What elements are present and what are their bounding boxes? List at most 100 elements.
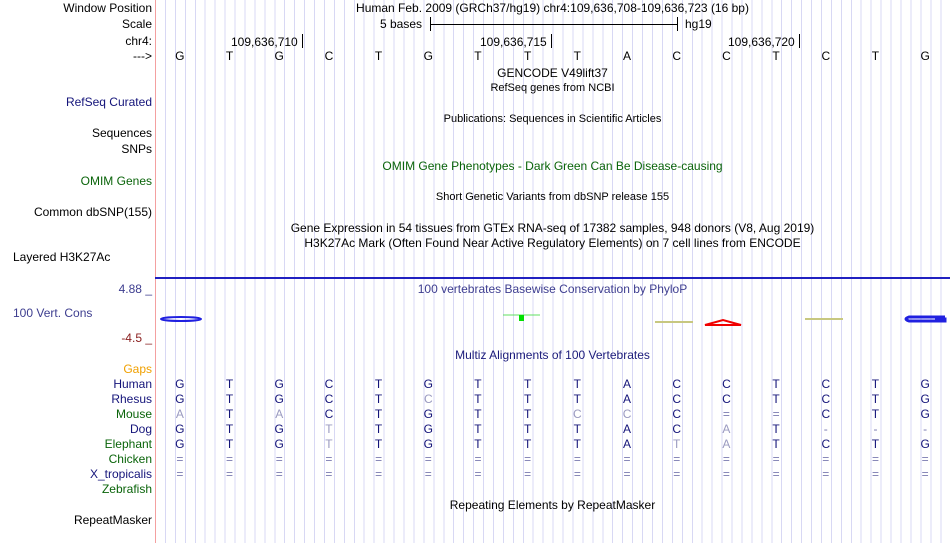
alignment-base: T [474, 377, 482, 391]
track-label-repeatmasker[interactable]: RepeatMasker [73, 513, 152, 527]
track-title-repeatmasker[interactable]: Repeating Elements by RepeatMasker [449, 498, 656, 512]
alignment-base: = [573, 452, 581, 466]
alignment-base: = [921, 467, 929, 481]
reference-base: G [920, 49, 930, 63]
track-title-omim[interactable]: OMIM Gene Phenotypes - Dark Green Can Be… [382, 159, 723, 173]
track-title-multiz[interactable]: Multiz Alignments of 100 Vertebrates [455, 348, 650, 362]
alignment-base: C [324, 407, 334, 421]
track-label-omim[interactable]: OMIM Genes [80, 174, 152, 188]
alignment-base: G [274, 437, 284, 451]
alignment-base: T [225, 377, 234, 391]
alignment-base: = [673, 467, 681, 481]
browser-image-grid[interactable] [155, 0, 950, 543]
alignment-base: = [871, 452, 879, 466]
conservation-logo-g [160, 316, 202, 322]
track-title-gencode[interactable]: GENCODE V49lift37 [497, 66, 608, 80]
alignment-base: A [275, 407, 284, 421]
reference-base: C [722, 49, 731, 63]
alignment-base: A [623, 377, 632, 391]
alignment-base: A [623, 422, 632, 436]
alignment-base: T [523, 422, 532, 436]
species-label[interactable]: Dog [129, 422, 152, 436]
position-label: 109,636,720 [728, 35, 795, 49]
alignment-base: G [423, 422, 433, 436]
track-label-h3k27ac[interactable]: Layered H3K27Ac [13, 250, 111, 264]
alignment-base: T [871, 392, 880, 406]
species-label[interactable]: Elephant [104, 437, 152, 451]
alignment-base: T [871, 407, 880, 421]
alignment-base: T [374, 377, 383, 391]
track-label-dbsnp[interactable]: Common dbSNP(155) [33, 205, 152, 219]
alignment-base: = [871, 467, 879, 481]
track-title-refseq[interactable]: RefSeq genes from NCBI [490, 82, 615, 94]
conservation-logo-g [904, 315, 947, 323]
alignment-base: C [672, 407, 682, 421]
alignment-base: T [474, 437, 482, 451]
alignment-base: T [523, 392, 532, 406]
alignment-base: T [573, 392, 582, 406]
track-title-h3k27[interactable]: H3K27Ac Mark (Often Found Near Active Re… [304, 236, 801, 250]
alignment-base: = [474, 452, 482, 466]
alignment-base: - [873, 422, 878, 436]
alignment-base: G [175, 437, 185, 451]
species-label[interactable]: Zebrafish [101, 482, 152, 496]
alignment-base: A [623, 437, 632, 451]
alignment-base: G [423, 377, 433, 391]
alignment-base: T [225, 437, 234, 451]
alignment-base: = [722, 452, 730, 466]
track-title-phylop[interactable]: 100 vertebrates Basewise Conservation by… [417, 282, 688, 296]
alignment-base: C [722, 377, 731, 391]
species-label[interactable]: Mouse [115, 407, 152, 421]
alignment-base: = [722, 407, 730, 421]
track-title-dbsnp[interactable]: Short Genetic Variants from dbSNP releas… [435, 191, 670, 203]
alignment-base: = [822, 452, 830, 466]
species-label[interactable]: X_tropicalis [89, 467, 152, 481]
cons-track-topline [155, 277, 950, 279]
alignment-base: = [623, 452, 631, 466]
track-label-sequences[interactable]: Sequences [91, 126, 152, 140]
alignment-base: A [722, 422, 731, 436]
alignment-base: T [573, 422, 582, 436]
alignment-base: G [423, 407, 433, 421]
alignment-base: T [523, 437, 532, 451]
alignment-base: C [672, 377, 682, 391]
alignment-base: G [175, 392, 185, 406]
species-label[interactable]: Rhesus [111, 392, 152, 406]
species-label[interactable]: Chicken [108, 452, 152, 466]
reference-base: G [274, 49, 284, 63]
track-title-gtex[interactable]: Gene Expression in 54 tissues from GTEx … [290, 221, 815, 235]
track-label-gaps[interactable]: Gaps [123, 362, 152, 376]
reference-base: T [225, 49, 234, 63]
alignment-base: = [275, 452, 283, 466]
track-label-refseq[interactable]: RefSeq Curated [65, 95, 152, 109]
cons-min-label: -4.5 _ [121, 331, 152, 345]
alignment-base: = [226, 467, 234, 481]
alignment-base: G [920, 392, 930, 406]
alignment-base: G [274, 392, 284, 406]
alignment-base: C [324, 377, 334, 391]
alignment-base: T [374, 437, 383, 451]
alignment-base: T [374, 422, 383, 436]
alignment-base: T [523, 407, 532, 421]
position-label: 109,636,710 [231, 35, 298, 49]
alignment-base: G [920, 407, 930, 421]
species-label[interactable]: Human [113, 377, 152, 391]
scale-bar [430, 24, 678, 25]
reference-base: G [423, 49, 433, 63]
alignment-base: = [772, 452, 780, 466]
track-title-publications[interactable]: Publications: Sequences in Scientific Ar… [443, 113, 662, 125]
track-label-cons[interactable]: 100 Vert. Cons [13, 306, 93, 320]
alignment-base: = [772, 467, 780, 481]
alignment-base: = [176, 452, 184, 466]
position-title: Human Feb. 2009 (GRCh37/hg19) chr4:109,6… [356, 1, 749, 15]
track-label-snps[interactable]: SNPs [121, 142, 152, 156]
alignment-base: G [175, 422, 185, 436]
alignment-base: = [673, 452, 681, 466]
reference-base: T [374, 49, 383, 63]
alignment-base: T [474, 422, 482, 436]
alignment-base: - [923, 422, 928, 436]
conservation-logo-a [704, 318, 742, 326]
alignment-base: = [573, 467, 581, 481]
alignment-base: A [623, 392, 632, 406]
alignment-base: C [423, 392, 433, 406]
